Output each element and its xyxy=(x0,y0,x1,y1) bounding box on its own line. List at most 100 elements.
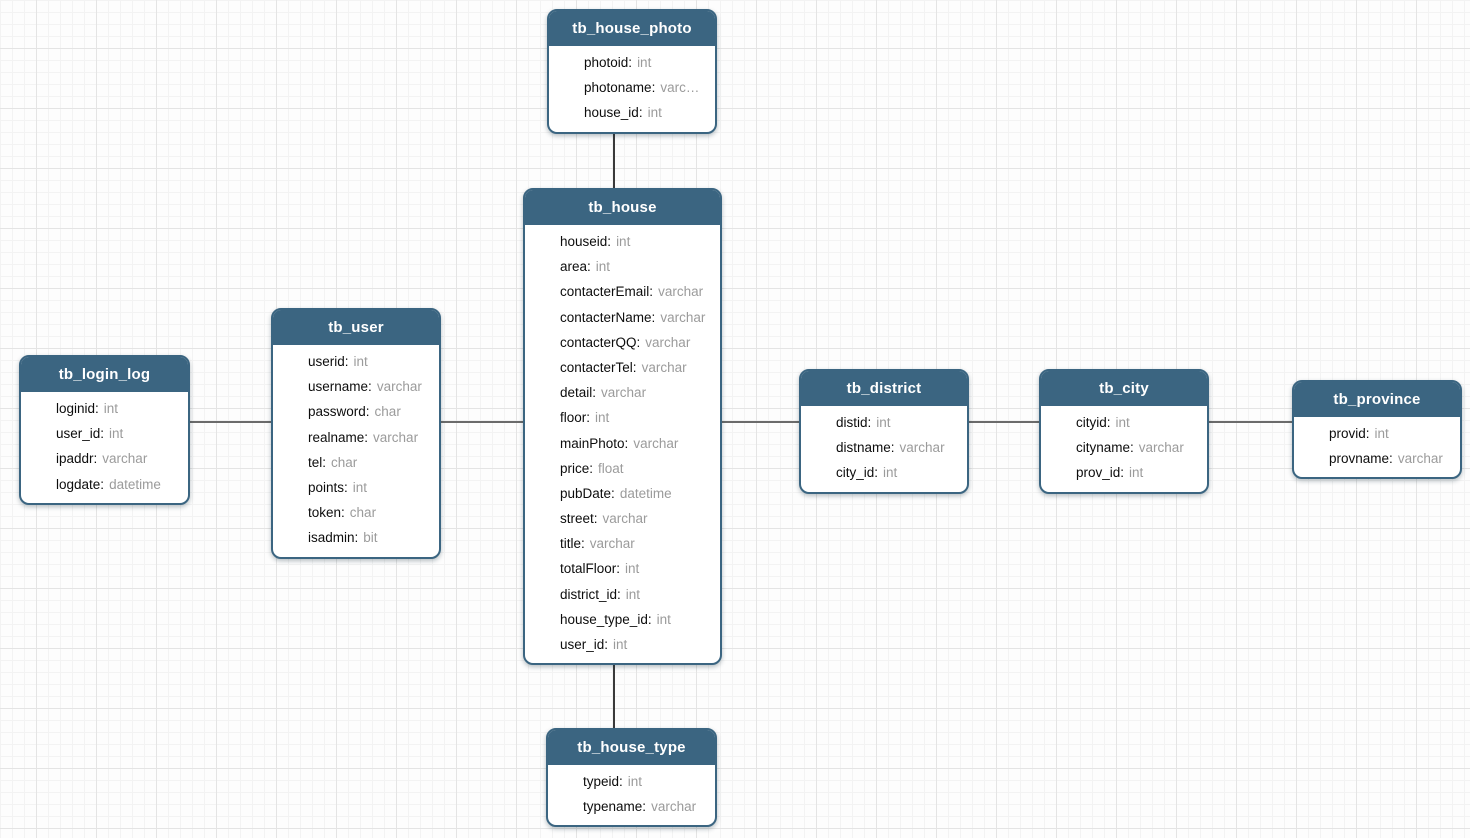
field-row-tel[interactable]: telchar xyxy=(273,450,439,475)
table-tb_district[interactable]: tb_district distidintdistnamevarcharcity… xyxy=(799,369,969,494)
field-name: prov_id xyxy=(1076,465,1124,480)
connector-tb_house-tb_district[interactable] xyxy=(721,421,801,423)
table-tb_house_type[interactable]: tb_house_type typeidinttypenamevarchar xyxy=(546,728,717,828)
table-title: tb_login_log xyxy=(58,366,151,383)
field-name: user_id xyxy=(56,426,104,441)
field-name: password xyxy=(308,404,370,419)
field-type: varchar xyxy=(899,440,945,456)
field-type: varchar xyxy=(645,334,691,350)
field-type: int xyxy=(627,774,643,789)
field-name: provid xyxy=(1329,426,1370,441)
table-tb_house_photo[interactable]: tb_house_photo photoidintphotonamevarc…h… xyxy=(547,9,717,134)
field-row-pubDate[interactable]: pubDatedatetime xyxy=(525,481,720,506)
field-row-user_id[interactable]: user_idint xyxy=(21,421,188,446)
field-row-typename[interactable]: typenamevarchar xyxy=(548,794,715,819)
field-name: token xyxy=(308,505,345,520)
field-type: char xyxy=(331,454,358,470)
field-name: username xyxy=(308,379,372,394)
field-name: area xyxy=(560,259,591,274)
field-type: int xyxy=(1129,465,1144,481)
field-row-distname[interactable]: distnamevarchar xyxy=(801,435,967,460)
field-row-username[interactable]: usernamevarchar xyxy=(273,374,439,399)
field-row-isadmin[interactable]: isadmin bit xyxy=(273,525,439,550)
field-row-price[interactable]: pricefloat xyxy=(525,456,720,481)
connector-tb_login_log-tb_user[interactable] xyxy=(189,421,273,423)
connector-tb_house-tb_house_type[interactable] xyxy=(613,664,615,728)
field-row-password[interactable]: passwordchar xyxy=(273,399,439,424)
table-tb_house[interactable]: tb_house houseidintareaintcontacterEmail… xyxy=(523,188,722,666)
field-row-loginid[interactable]: loginidint xyxy=(21,396,188,421)
table-header[interactable]: tb_district xyxy=(801,371,967,406)
field-type: varchar xyxy=(1397,451,1443,467)
field-name: district_id xyxy=(560,587,621,602)
field-row-contacterEmail[interactable]: contacterEmailvarchar xyxy=(525,279,720,304)
field-type: int xyxy=(103,401,119,416)
table-header[interactable]: tb_user xyxy=(273,310,439,345)
field-row-street[interactable]: streetvarchar xyxy=(525,506,720,531)
table-tb_province[interactable]: tb_province providint provname varchar xyxy=(1292,380,1462,480)
field-row-area[interactable]: areaint xyxy=(525,254,720,279)
table-title: tb_house_type xyxy=(577,739,686,756)
field-row-realname[interactable]: realnamevarchar xyxy=(273,425,439,450)
field-row-cityname[interactable]: citynamevarchar xyxy=(1041,435,1207,460)
field-row-house_type_id[interactable]: house_type_idint xyxy=(525,607,720,632)
table-tb_user[interactable]: tb_user useridintusernamevarcharpassword… xyxy=(271,308,441,559)
field-row-typeid[interactable]: typeidint xyxy=(548,769,715,794)
field-row-cityid[interactable]: cityidint xyxy=(1041,410,1207,435)
table-header[interactable]: tb_province xyxy=(1294,382,1460,417)
field-row-prov_id[interactable]: prov_id int xyxy=(1041,460,1207,485)
field-row-ipaddr[interactable]: ipaddrvarchar xyxy=(21,446,188,471)
table-header[interactable]: tb_house_type xyxy=(548,730,715,765)
table-body: useridintusernamevarcharpasswordcharreal… xyxy=(273,345,439,557)
field-row-logdate[interactable]: logdatedatetime xyxy=(21,472,188,497)
field-row-contacterTel[interactable]: contacterTelvarchar xyxy=(525,355,720,380)
field-name: isadmin xyxy=(308,530,358,545)
table-header[interactable]: tb_login_log xyxy=(21,357,188,392)
field-row-houseid[interactable]: houseidint xyxy=(525,229,720,254)
field-row-distid[interactable]: distidint xyxy=(801,410,967,435)
table-body: photoidintphotonamevarc…house_idint xyxy=(549,46,715,132)
field-row-userid[interactable]: useridint xyxy=(273,349,439,374)
table-header[interactable]: tb_house xyxy=(525,190,720,225)
field-type: int xyxy=(595,259,611,275)
field-name: cityid xyxy=(1076,415,1111,430)
field-name: provname xyxy=(1329,451,1393,466)
field-row-district_id[interactable]: district_idint xyxy=(525,582,720,607)
table-body: typeidinttypenamevarchar xyxy=(548,765,715,825)
connector-tb_house_photo-tb_house[interactable] xyxy=(613,133,615,188)
field-row-user_id[interactable]: user_idint xyxy=(525,632,720,657)
field-name: realname xyxy=(308,430,368,445)
field-name: tel xyxy=(308,455,326,470)
field-row-city_id[interactable]: city_idint xyxy=(801,460,967,485)
field-row-title[interactable]: titlevarchar xyxy=(525,531,720,556)
field-row-photoid[interactable]: photoidint xyxy=(549,50,715,75)
table-header[interactable]: tb_city xyxy=(1041,371,1207,406)
field-name: detail xyxy=(560,385,596,400)
field-type: bit xyxy=(363,530,378,546)
field-row-provid[interactable]: providint xyxy=(1294,421,1460,446)
field-row-totalFloor[interactable]: totalFloorint xyxy=(525,556,720,581)
field-type: int xyxy=(625,561,640,577)
table-tb_login_log[interactable]: tb_login_log loginidintuser_idintipaddrv… xyxy=(19,355,190,505)
field-row-mainPhoto[interactable]: mainPhotovarchar xyxy=(525,431,720,456)
table-header[interactable]: tb_house_photo xyxy=(549,11,715,46)
field-type: int xyxy=(637,55,652,70)
field-row-points[interactable]: pointsint xyxy=(273,475,439,500)
field-type: varchar xyxy=(602,511,648,527)
connector-tb_district-tb_city[interactable] xyxy=(968,421,1041,423)
connector-tb_user-tb_house[interactable] xyxy=(440,421,525,423)
table-tb_city[interactable]: tb_city cityidintcitynamevarchar prov_id i… xyxy=(1039,369,1209,494)
table-body: providint provname varchar xyxy=(1294,417,1460,477)
field-type: varchar xyxy=(651,799,697,815)
field-row-photoname[interactable]: photonamevarc… xyxy=(549,75,715,100)
field-type: datetime xyxy=(619,485,672,501)
field-row-house_id[interactable]: house_idint xyxy=(549,100,715,125)
field-row-detail[interactable]: detailvarchar xyxy=(525,380,720,405)
field-row-contacterName[interactable]: contacterNamevarchar xyxy=(525,305,720,330)
field-row-provname[interactable]: provname varchar xyxy=(1294,446,1460,471)
field-row-contacterQQ[interactable]: contacterQQvarchar xyxy=(525,330,720,355)
field-row-token[interactable]: tokenchar xyxy=(273,500,439,525)
connector-tb_city-tb_province[interactable] xyxy=(1208,421,1294,423)
field-row-floor[interactable]: floorint xyxy=(525,405,720,430)
